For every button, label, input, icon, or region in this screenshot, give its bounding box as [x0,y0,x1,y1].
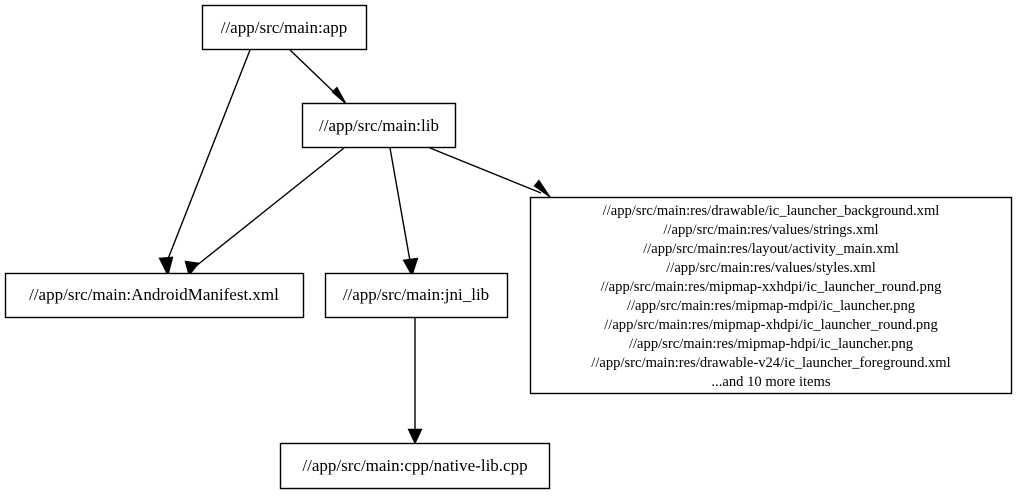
node-jni-lib[interactable]: //app/src/main:jni_lib [324,272,509,319]
node-jni-lib-box[interactable] [324,272,509,319]
node-androidmanifest[interactable]: //app/src/main:AndroidManifest.xml [4,272,305,319]
graph-edges [158,49,552,445]
node-res-group-line-10: ...and 10 more items [711,374,830,390]
edge-app-to-manifest [158,49,251,277]
node-lib-label: //app/src/main:lib [319,116,439,135]
node-native-lib[interactable]: //app/src/main:cpp/native-lib.cpp [279,442,551,490]
node-lib[interactable]: //app/src/main:lib [301,102,457,149]
node-app[interactable]: //app/src/main:app [201,4,368,51]
node-res-group-line-9: //app/src/main:res/drawable-v24/ic_launc… [591,355,950,371]
node-jni-lib-label: //app/src/main:jni_lib [343,285,489,304]
node-res-group[interactable]: //app/src/main:res/drawable/ic_launcher_… [529,196,1013,395]
node-app-box[interactable] [201,4,368,51]
node-res-group-line-3: //app/src/main:res/layout/activity_main.… [643,241,899,257]
edge-lib-to-jni-lib [389,147,419,277]
edge-jni-lib-to-native-lib [407,318,423,445]
node-res-group-line-4: //app/src/main:res/values/styles.xml [666,260,876,276]
edge-app-to-lib [289,49,348,106]
node-res-group-line-6: //app/src/main:res/mipmap-mdpi/ic_launch… [627,298,916,314]
node-lib-box[interactable] [301,102,457,149]
edge-lib-to-res-group [429,147,552,199]
node-res-group-line-2: //app/src/main:res/values/strings.xml [663,222,878,238]
node-res-group-box[interactable] [529,196,1013,395]
node-res-group-line-8: //app/src/main:res/mipmap-hdpi/ic_launch… [629,336,914,352]
node-res-group-line-1: //app/src/main:res/drawable/ic_launcher_… [603,203,940,219]
node-native-lib-label: //app/src/main:cpp/native-lib.cpp [302,456,527,475]
edge-lib-to-manifest [184,147,345,277]
node-res-group-line-7: //app/src/main:res/mipmap-xhdpi/ic_launc… [604,317,938,333]
node-native-lib-box[interactable] [279,442,551,490]
node-res-group-line-5: //app/src/main:res/mipmap-xxhdpi/ic_laun… [601,279,943,295]
node-androidmanifest-label: //app/src/main:AndroidManifest.xml [29,285,279,304]
graph-nodes: //app/src/main:app //app/src/main:lib //… [4,4,1013,490]
node-app-label: //app/src/main:app [221,18,348,37]
node-androidmanifest-box[interactable] [4,272,305,319]
